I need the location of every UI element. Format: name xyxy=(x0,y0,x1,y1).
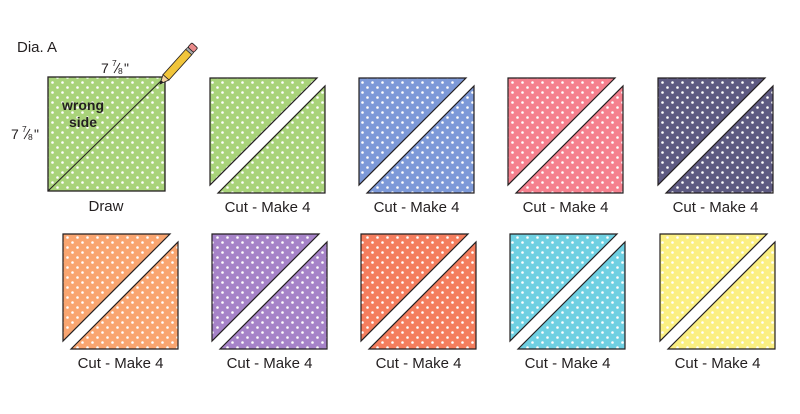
half-square-triangle-lower xyxy=(216,84,326,194)
half-square-triangle-lower xyxy=(516,240,626,350)
half-square-triangle-upper xyxy=(659,233,769,343)
cut-square: Cut - Make 4 xyxy=(659,233,776,372)
dimension-top-numerator: 7 xyxy=(112,58,117,68)
pencil-icon xyxy=(159,42,198,85)
dimension-top-whole: 7 xyxy=(101,60,109,76)
half-square-triangle-upper xyxy=(509,233,619,343)
cut-square: Cut - Make 4 xyxy=(62,233,179,372)
cut-square: Cut - Make 4 xyxy=(358,77,475,216)
draw-caption: Draw xyxy=(88,198,123,215)
half-square-triangle-lower xyxy=(69,240,179,350)
half-square-triangle-upper xyxy=(358,77,468,187)
cut-square: Cut - Make 4 xyxy=(509,233,626,372)
dimension-top-inch: " xyxy=(124,60,129,76)
diagonal-draw-line xyxy=(47,76,166,192)
cut-caption: Cut - Make 4 xyxy=(525,355,611,372)
half-square-triangle-upper xyxy=(507,77,617,187)
half-square-triangle-upper xyxy=(209,77,319,187)
cut-square: Cut - Make 4 xyxy=(657,77,774,216)
half-square-triangle-upper xyxy=(360,233,470,343)
cut-caption: Cut - Make 4 xyxy=(675,355,761,372)
dimension-left-denominator: 8 xyxy=(28,132,33,142)
cut-caption: Cut - Make 4 xyxy=(673,199,759,216)
cut-square: Cut - Make 4 xyxy=(507,77,624,216)
cut-caption: Cut - Make 4 xyxy=(523,199,609,216)
wrong-side-label-line2: side xyxy=(69,114,97,130)
wrong-side-label-line1: wrong xyxy=(61,97,104,113)
dimension-left-inch: " xyxy=(34,126,39,142)
dimension-top-denominator: 8 xyxy=(118,66,123,76)
draw-square: 7 7 8 " 7 7 8 " wrong side Draw xyxy=(11,42,198,215)
half-square-triangle-lower xyxy=(365,84,475,194)
dimension-left-whole: 7 xyxy=(11,126,19,142)
half-square-triangle-upper xyxy=(62,233,172,343)
half-square-triangle-lower xyxy=(218,240,328,350)
cut-square: Cut - Make 4 xyxy=(360,233,477,372)
dimension-left-numerator: 7 xyxy=(22,124,27,134)
cut-caption: Cut - Make 4 xyxy=(225,199,311,216)
cut-blocks: Cut - Make 4 Cut - Make 4 Cut - Make 4 Cut … xyxy=(62,77,776,372)
half-square-triangle-upper xyxy=(211,233,321,343)
half-square-triangle-lower xyxy=(664,84,774,194)
cut-caption: Cut - Make 4 xyxy=(227,355,313,372)
cut-square: Cut - Make 4 xyxy=(209,77,326,216)
dimension-left: 7 7 8 " xyxy=(11,124,39,142)
cut-caption: Cut - Make 4 xyxy=(374,199,460,216)
half-square-triangle-upper xyxy=(657,77,767,187)
dimension-top: 7 7 8 " xyxy=(101,58,129,76)
cut-caption: Cut - Make 4 xyxy=(78,355,164,372)
half-square-triangle-lower xyxy=(514,84,624,194)
cut-caption: Cut - Make 4 xyxy=(376,355,462,372)
half-square-triangle-lower xyxy=(367,240,477,350)
half-square-triangle-lower xyxy=(666,240,776,350)
diagram-title: Dia. A xyxy=(17,39,57,56)
cut-square: Cut - Make 4 xyxy=(211,233,328,372)
